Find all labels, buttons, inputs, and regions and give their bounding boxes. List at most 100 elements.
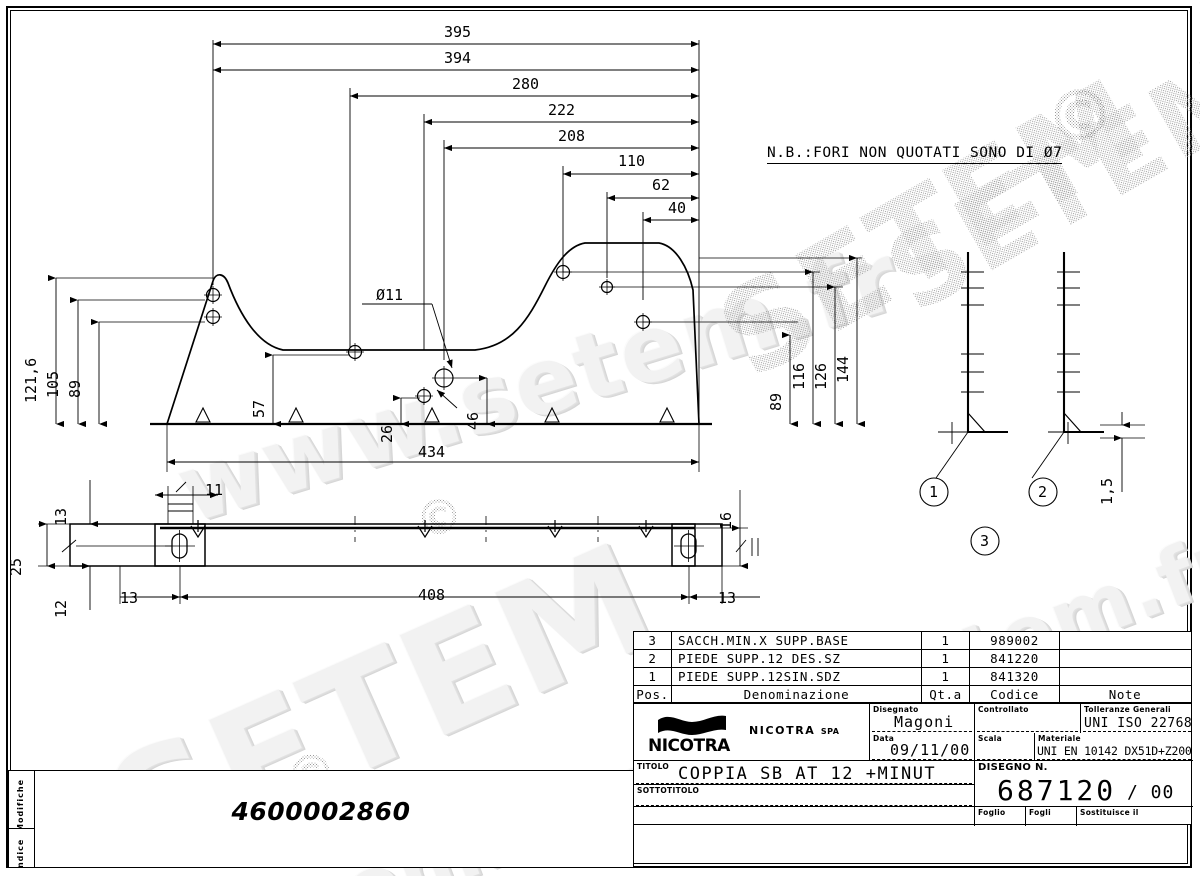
tolleranze-label: Tolleranze Generali bbox=[1084, 705, 1171, 714]
dim-sec-11: 11 bbox=[205, 481, 224, 499]
note-holes: N.B.:FORI NON QUOTATI SONO DI Ø7 bbox=[767, 145, 1063, 164]
sostituisce-cell: Sostituisce il bbox=[1077, 807, 1193, 826]
sottotitolo-cell: SOTTOTITOLO bbox=[634, 785, 975, 807]
controllato-underline bbox=[977, 730, 1078, 732]
company-logo-text: NICOTRA bbox=[648, 736, 730, 756]
dim-sec-13-top: 13 bbox=[52, 507, 70, 526]
indice-label: Indice bbox=[16, 838, 25, 867]
indice-cell: Indice bbox=[9, 829, 35, 867]
bom-denominazione: PIEDE SUPP.12 DES.SZ bbox=[672, 650, 922, 667]
table-row: 2 PIEDE SUPP.12 DES.SZ 1 841220 bbox=[634, 650, 1191, 668]
dim-408: 408 bbox=[418, 586, 446, 604]
company-legal-suffix: SPA bbox=[820, 727, 840, 736]
data-cell: Data 09/11/00 bbox=[870, 733, 975, 761]
dim-394: 394 bbox=[444, 49, 472, 67]
revision-strip-cell bbox=[634, 807, 975, 826]
data-value: 09/11/00 bbox=[890, 741, 971, 759]
part-number-block: Modifiche Indice 4600002860 bbox=[8, 770, 634, 868]
bom-pos: 2 bbox=[634, 650, 672, 667]
titolo-label: TITOLO bbox=[637, 762, 670, 771]
sottotitolo-label: SOTTOTITOLO bbox=[637, 786, 700, 795]
fogli-label: Fogli bbox=[1029, 808, 1051, 817]
dim-116: 116 bbox=[790, 362, 808, 390]
scala-cell: Scala bbox=[975, 733, 1035, 761]
data-underline bbox=[872, 758, 972, 760]
dim-sec-16: 16 bbox=[717, 511, 735, 530]
dim-222: 222 bbox=[548, 101, 576, 119]
dim-1-5: 1,5 bbox=[1098, 477, 1116, 505]
dim-126: 126 bbox=[812, 362, 830, 390]
titolo-underline bbox=[636, 782, 972, 784]
disegno-n-value: 687120 bbox=[997, 774, 1117, 807]
table-row: 1 PIEDE SUPP.12SIN.SDZ 1 841320 bbox=[634, 668, 1191, 686]
nicotra-wave-logo-icon bbox=[658, 715, 726, 735]
disegno-n-cell: DISEGNO N. 687120 / 00 bbox=[975, 761, 1193, 807]
dim-89-left: 89 bbox=[66, 379, 84, 398]
bom-qta: 1 bbox=[922, 650, 970, 667]
tolleranze-underline bbox=[1083, 730, 1191, 732]
modifiche-cell: Modifiche bbox=[9, 771, 35, 829]
bom-denominazione: SACCH.MIN.X SUPP.BASE bbox=[672, 632, 922, 649]
scala-label: Scala bbox=[978, 734, 1003, 743]
dim-121-6: 121,6 bbox=[22, 357, 40, 403]
controllato-label: Controllato bbox=[978, 705, 1029, 714]
bom-table: 3 SACCH.MIN.X SUPP.BASE 1 989002 2 PIEDE… bbox=[633, 631, 1192, 704]
sostituisce-label: Sostituisce il bbox=[1080, 808, 1139, 817]
balloon-3: 3 bbox=[980, 532, 990, 550]
bom-note bbox=[1060, 668, 1190, 685]
dim-sec-13-left: 13 bbox=[120, 589, 139, 607]
dim-sec-25: 25 bbox=[7, 557, 25, 576]
titolo-value: COPPIA SB AT 12 +MINUT bbox=[678, 764, 937, 784]
dim-110: 110 bbox=[618, 152, 646, 170]
bom-pos: 3 bbox=[634, 632, 672, 649]
scala-underline bbox=[977, 758, 1032, 760]
dim-57: 57 bbox=[250, 399, 268, 418]
bom-header-pos: Pos. bbox=[634, 686, 672, 704]
bom-note bbox=[1060, 632, 1190, 649]
bom-codice: 841220 bbox=[970, 650, 1060, 667]
tolleranze-value: UNI ISO 22768/m bbox=[1084, 716, 1193, 731]
bom-header-qta: Qt.a bbox=[922, 686, 970, 704]
fogli-cell: Fogli bbox=[1026, 807, 1077, 826]
dim-26: 26 bbox=[378, 424, 396, 443]
bom-denominazione: PIEDE SUPP.12SIN.SDZ bbox=[672, 668, 922, 685]
dim-105: 105 bbox=[44, 370, 62, 398]
bom-header-row: Pos. Denominazione Qt.a Codice Note bbox=[634, 686, 1191, 704]
dim-46: 46 bbox=[464, 411, 482, 430]
balloon-2: 2 bbox=[1038, 483, 1048, 501]
disegnato-label: Disegnato bbox=[873, 705, 919, 714]
bom-header-codice: Codice bbox=[970, 686, 1060, 704]
materiale-underline bbox=[1037, 758, 1191, 760]
table-row: 3 SACCH.MIN.X SUPP.BASE 1 989002 bbox=[634, 632, 1191, 650]
disegno-n-label: DISEGNO N. bbox=[978, 762, 1048, 773]
dim-sec-12: 12 bbox=[52, 599, 70, 618]
company-legal-main: NICOTRA bbox=[749, 724, 816, 737]
title-block: NICOTRA NICOTRA SPA Disegnato Magoni Con… bbox=[633, 703, 1193, 826]
bom-note bbox=[1060, 650, 1190, 667]
dim-sec-13-right: 13 bbox=[718, 589, 737, 607]
dim-89-right: 89 bbox=[767, 392, 785, 411]
company-legal-name: NICOTRA SPA bbox=[749, 724, 839, 737]
controllato-cell: Controllato bbox=[975, 704, 1081, 733]
bom-codice: 841320 bbox=[970, 668, 1060, 685]
dim-280: 280 bbox=[512, 75, 540, 93]
company-logo-cell: NICOTRA NICOTRA SPA bbox=[634, 704, 870, 761]
materiale-label: Materiale bbox=[1038, 734, 1081, 743]
balloon-1: 1 bbox=[929, 483, 939, 501]
dim-144: 144 bbox=[834, 355, 852, 383]
dim-62: 62 bbox=[652, 176, 671, 194]
part-number-value: 4600002860 bbox=[231, 797, 411, 826]
materiale-value: UNI EN 10142 DX51D+Z200-N-A-C-O bbox=[1037, 744, 1193, 758]
disegnato-cell: Disegnato Magoni bbox=[870, 704, 975, 733]
sottotitolo-underline bbox=[636, 804, 972, 806]
bom-header-denominazione: Denominazione bbox=[672, 686, 922, 704]
data-label: Data bbox=[873, 734, 895, 743]
bom-pos: 1 bbox=[634, 668, 672, 685]
titolo-cell: TITOLO COPPIA SB AT 12 +MINUT bbox=[634, 761, 975, 785]
foglio-cell: Foglio bbox=[975, 807, 1026, 826]
hole-callout-d11: Ø11 bbox=[376, 286, 404, 304]
bom-qta: 1 bbox=[922, 632, 970, 649]
disegnato-underline bbox=[872, 730, 972, 732]
materiale-cell: Materiale UNI EN 10142 DX51D+Z200-N-A-C-… bbox=[1035, 733, 1193, 761]
